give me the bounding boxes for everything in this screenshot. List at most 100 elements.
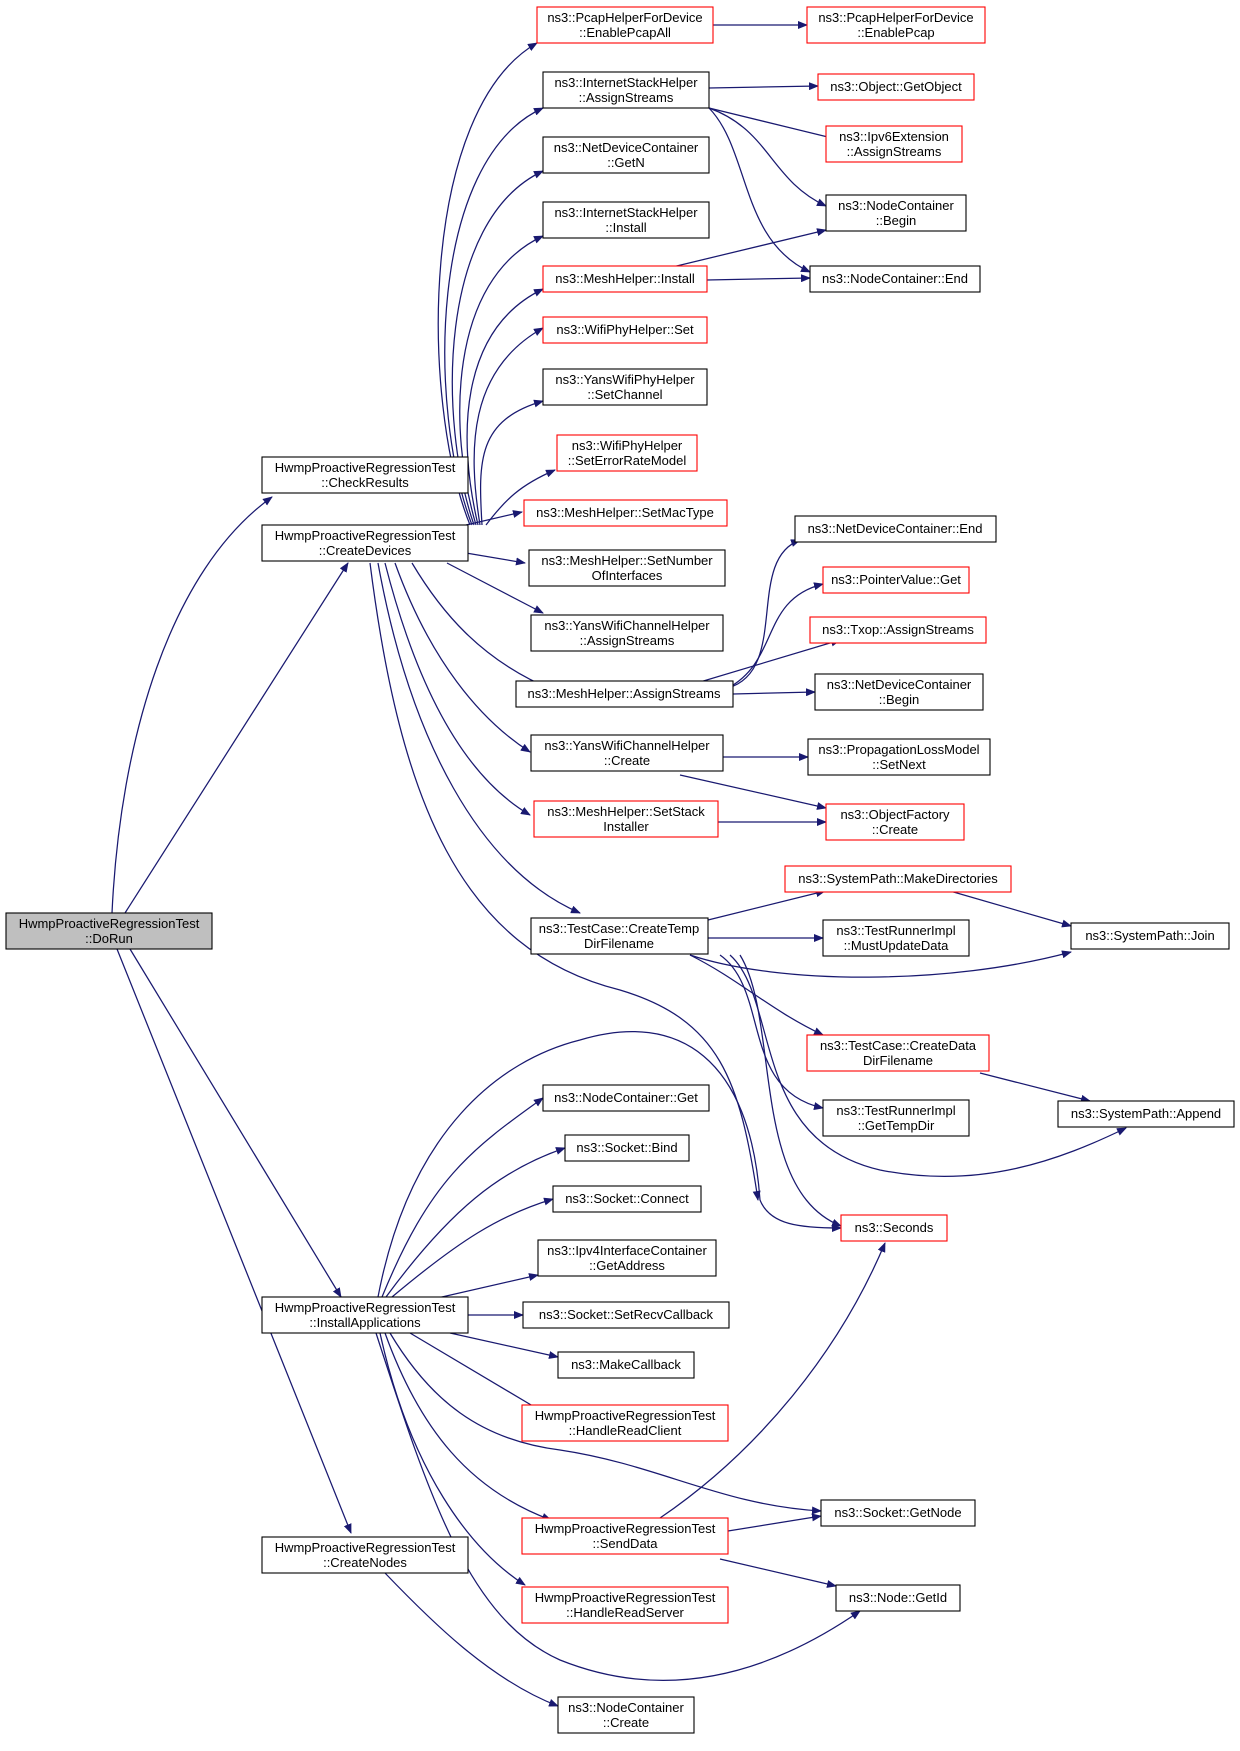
node-nccreate[interactable]: ns3::NodeContainer ::Create [557,1696,695,1734]
node-ncbegin[interactable]: ns3::NodeContainer ::Begin [825,194,967,232]
edge-ia-handlereadclient [409,1332,554,1419]
node-setmactype-label: ns3::MeshHelper::SetMacType [536,505,714,520]
node-createdevices-label-2: ::CreateDevices [319,543,412,558]
node-socketconnect[interactable]: ns3::Socket::Connect [552,1185,702,1213]
node-sysappend[interactable]: ns3::SystemPath::Append [1057,1100,1235,1128]
node-makedirs[interactable]: ns3::SystemPath::MakeDirectories [784,865,1012,893]
node-setmactype[interactable]: ns3::MeshHelper::SetMacType [523,499,728,527]
node-ndcbegin-label-1: ns3::NetDeviceContainer [827,677,972,692]
node-yanschanassign-label-1: ns3::YansWifiChannelHelper [544,618,710,633]
node-wifiphyset[interactable]: ns3::WifiPhyHelper::Set [542,316,708,344]
node-ndcgetn[interactable]: ns3::NetDeviceContainer ::GetN [542,136,710,174]
node-seterrorrate[interactable]: ns3::WifiPhyHelper ::SetErrorRateModel [556,434,698,472]
node-senddata-label-1: HwmpProactiveRegressionTest [535,1521,716,1536]
node-isassignstreams[interactable]: ns3::InternetStackHelper ::AssignStreams [542,71,710,109]
node-createnodes-label-1: HwmpProactiveRegressionTest [275,1540,456,1555]
node-handlereadclient-label-2: ::HandleReadClient [569,1423,682,1438]
node-meshassign[interactable]: ns3::MeshHelper::AssignStreams [515,680,734,708]
edge-ia-nodegetid [375,1332,861,1681]
node-ncget-label: ns3::NodeContainer::Get [554,1090,698,1105]
node-ndcgetn-label-2: ::GetN [607,155,645,170]
node-objfactorycreate[interactable]: ns3::ObjectFactory ::Create [825,803,965,841]
node-mustupdatedata[interactable]: ns3::TestRunnerImpl ::MustUpdateData [822,919,970,957]
node-socketbind[interactable]: ns3::Socket::Bind [564,1134,690,1162]
node-meshinstall[interactable]: ns3::MeshHelper::Install [542,265,708,293]
node-getobject[interactable]: ns3::Object::GetObject [817,73,975,101]
node-sysappend-label: ns3::SystemPath::Append [1071,1106,1221,1121]
node-setnumberif-label-2: OfInterfaces [592,568,663,583]
node-ipv4getaddress-label-1: ns3::Ipv4InterfaceContainer [547,1243,707,1258]
node-setstackinstaller-label-2: Installer [603,819,649,834]
node-propsetnext-label-1: ns3::PropagationLossModel [818,742,979,757]
edge-cd-yanssetchannel [479,399,544,526]
node-ndcend[interactable]: ns3::NetDeviceContainer::End [794,515,997,543]
node-createtempdir-label-2: DirFilename [584,936,654,951]
node-yanschancreate[interactable]: ns3::YansWifiChannelHelper ::Create [530,734,724,772]
edge-senddata-nodegetid [719,1558,837,1588]
node-gettempdir[interactable]: ns3::TestRunnerImpl ::GetTempDir [822,1099,970,1137]
nodes: HwmpProactiveRegressionTest ::DoRun Hwmp… [5,6,1235,1734]
node-socketgetnode[interactable]: ns3::Socket::GetNode [820,1499,976,1527]
edge-cd-isinstall [459,235,544,526]
edge-ia-makecallback [449,1332,559,1359]
node-handlereadclient[interactable]: HwmpProactiveRegressionTest ::HandleRead… [521,1404,729,1442]
node-setnumberif-label-1: ns3::MeshHelper::SetNumber [541,553,713,568]
node-senddata[interactable]: HwmpProactiveRegressionTest ::SendData [521,1517,729,1555]
node-handlereadserver[interactable]: HwmpProactiveRegressionTest ::HandleRead… [521,1586,729,1624]
node-ndcend-label: ns3::NetDeviceContainer::End [808,521,983,536]
edge-cd-yanschancreate [394,562,531,753]
node-yanschancreate-label-1: ns3::YansWifiChannelHelper [544,738,710,753]
node-sysjoin[interactable]: ns3::SystemPath::Join [1070,922,1230,950]
node-meshassign-label: ns3::MeshHelper::AssignStreams [528,686,721,701]
node-pcapenable[interactable]: ns3::PcapHelperForDevice ::EnablePcap [806,6,986,44]
node-createnodes-label-2: ::CreateNodes [323,1555,407,1570]
node-objfactorycreate-label-2: ::Create [872,822,918,837]
node-isassignstreams-label-2: ::AssignStreams [579,90,674,105]
node-seconds[interactable]: ns3::Seconds [840,1214,948,1242]
edge-cd-yanschanassign [446,562,544,614]
node-wifiphyset-label: ns3::WifiPhyHelper::Set [556,322,694,337]
node-ncend-label: ns3::NodeContainer::End [822,271,968,286]
node-nccreate-label-2: ::Create [603,1715,649,1730]
node-dorun-label-1: HwmpProactiveRegressionTest [19,916,200,931]
node-pcapenableall-label-2: ::EnablePcapAll [579,25,671,40]
edge-dorun-checkresults [111,496,273,914]
edge-cd-meshassign [411,562,554,691]
node-setstackinstaller[interactable]: ns3::MeshHelper::SetStack Installer [533,800,719,838]
node-yanssetchannel-label-2: ::SetChannel [587,387,662,402]
node-setrecvcallback[interactable]: ns3::Socket::SetRecvCallback [522,1301,730,1329]
node-nodegetid[interactable]: ns3::Node::GetId [835,1584,961,1612]
node-createdatadir[interactable]: ns3::TestCase::CreateData DirFilename [806,1034,990,1072]
node-makecallback[interactable]: ns3::MakeCallback [557,1351,695,1379]
node-createtempdir[interactable]: ns3::TestCase::CreateTemp DirFilename [530,917,709,955]
node-setnumberif[interactable]: ns3::MeshHelper::SetNumber OfInterfaces [528,549,726,587]
node-ncget[interactable]: ns3::NodeContainer::Get [542,1084,710,1112]
node-createdevices[interactable]: HwmpProactiveRegressionTest ::CreateDevi… [261,524,469,562]
node-ndcbegin[interactable]: ns3::NetDeviceContainer ::Begin [814,673,984,711]
node-handlereadserver-label-2: ::HandleReadServer [566,1605,684,1620]
node-yanschanassign[interactable]: ns3::YansWifiChannelHelper ::AssignStrea… [530,614,724,652]
edge-ia-socketconnect [391,1197,554,1298]
node-handlereadserver-label-1: HwmpProactiveRegressionTest [535,1590,716,1605]
node-installapplications[interactable]: HwmpProactiveRegressionTest ::InstallApp… [261,1296,469,1334]
node-ncend[interactable]: ns3::NodeContainer::End [809,265,981,293]
node-createnodes[interactable]: HwmpProactiveRegressionTest ::CreateNode… [261,1536,469,1574]
node-yanschanassign-label-2: ::AssignStreams [580,633,675,648]
node-isinstall[interactable]: ns3::InternetStackHelper ::Install [542,201,710,239]
node-propsetnext[interactable]: ns3::PropagationLossModel ::SetNext [807,738,991,776]
node-dorun[interactable]: HwmpProactiveRegressionTest ::DoRun [5,912,213,950]
edge-createnodes-nccreate [384,1572,559,1707]
node-checkresults[interactable]: HwmpProactiveRegressionTest ::CheckResul… [261,456,469,494]
node-txopassign[interactable]: ns3::Txop::AssignStreams [809,616,987,644]
edge-meshas-ndcend [727,539,801,689]
node-ipv6ext[interactable]: ns3::Ipv6Extension ::AssignStreams [825,125,963,163]
node-ipv4getaddress[interactable]: ns3::Ipv4InterfaceContainer ::GetAddress [537,1239,717,1277]
node-yanssetchannel[interactable]: ns3::YansWifiPhyHelper ::SetChannel [542,368,708,406]
node-createdatadir-label-2: DirFilename [863,1053,933,1068]
edge-ia-senddata [384,1332,552,1521]
node-txopassign-label: ns3::Txop::AssignStreams [822,622,974,637]
node-pcapenableall[interactable]: ns3::PcapHelperForDevice ::EnablePcapAll [536,6,714,44]
edge-isas-getobject [708,82,819,91]
node-pointerget[interactable]: ns3::PointerValue::Get [822,566,970,594]
edge-meshas-pointerget [727,582,824,689]
